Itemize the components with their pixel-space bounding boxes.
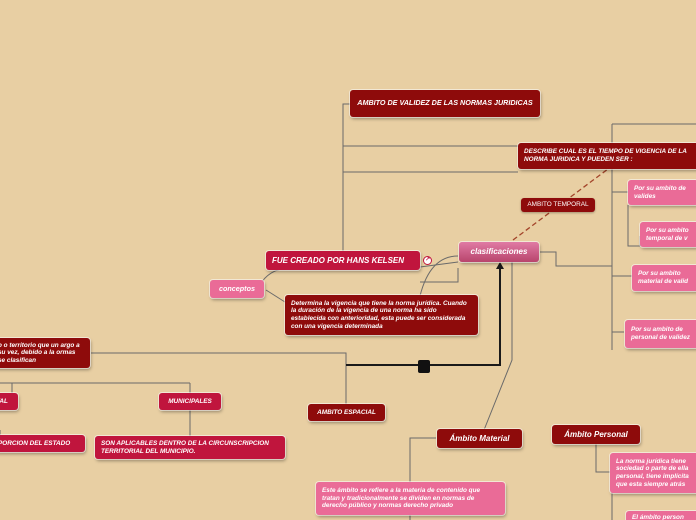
- connector-clas-determina: [419, 255, 459, 297]
- connector-material-up: [483, 262, 513, 431]
- connector-clas-hans: [419, 261, 459, 268]
- node-municipales[interactable]: MUNICIPALES: [159, 393, 221, 410]
- node-personal-desc[interactable]: La norma jurídica tiene sociedad o parte…: [610, 453, 696, 493]
- node-conceptos[interactable]: conceptos: [210, 280, 264, 298]
- node-territorio[interactable]: o o territorio que un argo a su vez, deb…: [0, 338, 90, 368]
- node-ambito-espacial[interactable]: AMBITO ESPACIAL: [308, 404, 385, 421]
- connector-hans-bottom: [420, 268, 459, 283]
- node-determina[interactable]: Determina la vigencia que tiene la norma…: [285, 295, 478, 335]
- connector-espacial-left: [91, 352, 347, 365]
- connector-espacial-clasificaciones: [346, 266, 501, 366]
- node-ambito-temporal[interactable]: AMBITO TEMPORAL: [521, 198, 595, 212]
- node-por-temporal[interactable]: Por su ambito temporal de v: [640, 222, 696, 247]
- connector-clas-right: [540, 251, 612, 267]
- node-por-validez[interactable]: Por su ambito de valides: [628, 180, 696, 205]
- connector-conceptos-determina: [265, 289, 286, 303]
- node-el-ambito[interactable]: El ámbito person: [626, 511, 696, 520]
- node-ambito-material[interactable]: Ámbito Material: [437, 429, 522, 448]
- node-por-material[interactable]: Por su ambito material de valid: [632, 265, 696, 291]
- node-porcion[interactable]: PORCION DEL ESTADO: [0, 435, 85, 452]
- node-ambito-validez[interactable]: AMBITO DE VALIDEZ DE LAS NORMAS JURIDICA…: [350, 90, 540, 117]
- arrow-head: [496, 262, 504, 269]
- node-por-personal[interactable]: Por su ambito de personal de validez: [625, 320, 696, 348]
- node-hans-kelsen[interactable]: FUE CREADO POR HANS KELSEN: [266, 251, 420, 270]
- node-ambito-personal[interactable]: Ámbito Personal: [552, 425, 640, 444]
- connector-personal-down: [595, 444, 612, 473]
- node-describe[interactable]: DESCRIBE CUAL ES EL TIEMPO DE VIGENCIA D…: [518, 143, 696, 169]
- connector-trunk-up: [342, 103, 350, 252]
- link-icon[interactable]: ↗: [423, 256, 432, 265]
- node-tal[interactable]: TAL: [0, 393, 18, 410]
- control-handle: [418, 360, 430, 373]
- node-material-desc[interactable]: Este ámbito se refiere a la materia de c…: [316, 482, 505, 515]
- node-son-aplicables[interactable]: SON APLICABLES DENTRO DE LA CIRCUNSCRIPC…: [95, 436, 285, 459]
- connector-right-temporal-vert: [627, 205, 641, 247]
- node-clasificaciones[interactable]: clasificaciones: [459, 242, 539, 262]
